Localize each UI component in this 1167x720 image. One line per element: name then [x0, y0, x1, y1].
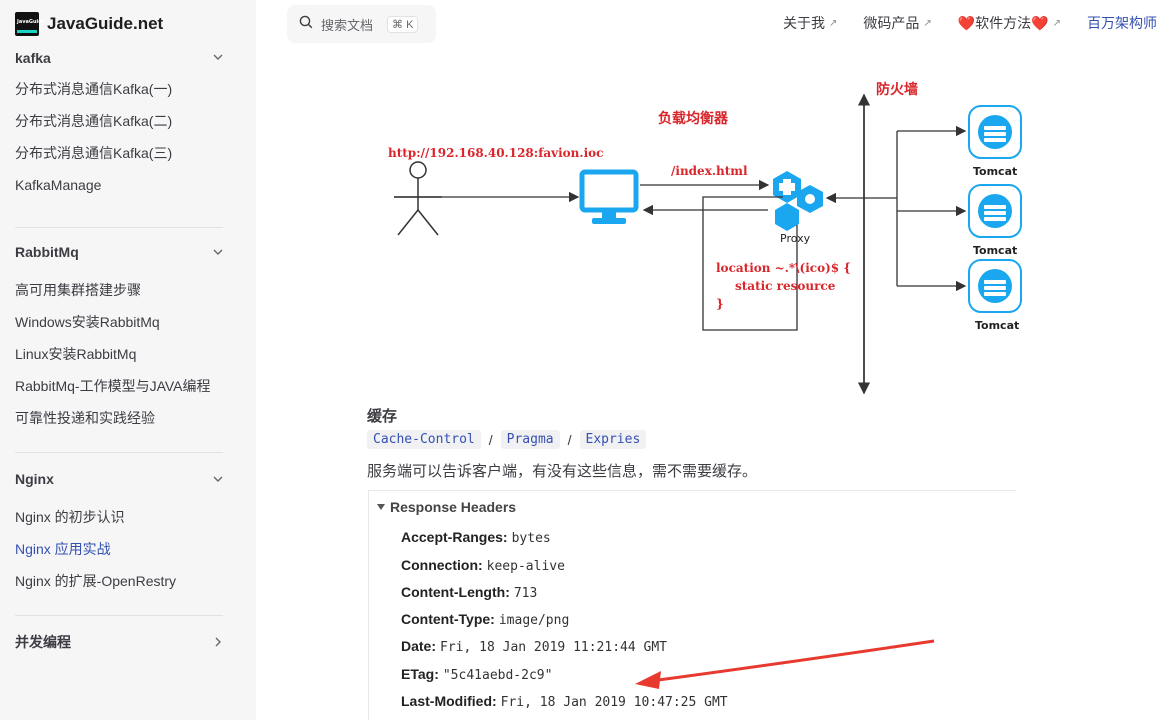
tomcat-server-icon	[968, 184, 1022, 238]
section-description: 服务端可以告诉客户端，有没有这些信息，需不需要缓存。	[367, 463, 758, 480]
sidebar-item[interactable]: Nginx 的初步认识	[15, 509, 125, 525]
sidebar-head-rabbitmq[interactable]: RabbitMq	[15, 241, 223, 263]
monitor-icon	[579, 169, 639, 224]
sidebar-section-title: kafka	[15, 50, 51, 66]
sidebar-section-nginx: Nginx Nginx 的初步认识 Nginx 应用实战 Nginx 的扩展-O…	[15, 468, 223, 597]
diagram-location-line-1: location ~.*\(ico)$ {	[716, 261, 851, 275]
search-placeholder: 搜索文档	[321, 17, 374, 33]
annotation-arrows	[635, 639, 935, 689]
sidebar-section-title: 并发编程	[15, 634, 71, 650]
sidebar-item[interactable]: Nginx 的扩展-OpenRestry	[15, 573, 177, 589]
diagram-path: /index.html	[671, 164, 748, 178]
sidebar-divider	[15, 227, 223, 228]
sidebar-head-kafka[interactable]: kafka	[15, 47, 223, 67]
sidebar-section-concurrency: 并发编程	[15, 631, 223, 653]
diagram-firewall: 防火墙	[876, 81, 918, 98]
brand-logo-text: JavaGuide	[17, 19, 46, 25]
nav-software-method[interactable]: ❤️软件方法❤️↗	[957, 15, 1061, 31]
sidebar-section-kafka: kafka 分布式消息通信Kafka(一) 分布式消息通信Kafka(二) 分布…	[15, 47, 223, 201]
sidebar-item[interactable]: Windows安装RabbitMq	[15, 314, 160, 330]
brand[interactable]: JavaGuide JavaGuide.net	[15, 10, 163, 38]
tomcat-server-icon	[968, 105, 1022, 159]
diagram-location-line-2: static resource	[735, 279, 836, 293]
code-expries: Expries	[579, 430, 647, 449]
sidebar-section-rabbitmq: RabbitMq 高可用集群搭建步骤 Windows安装RabbitMq Lin…	[15, 241, 223, 434]
header-row: Content-Length:713	[401, 584, 538, 601]
sidebar: JavaGuide JavaGuide.net kafka 分布式消息通信Kaf…	[0, 0, 256, 720]
sidebar-divider	[15, 452, 223, 453]
response-headers-title: Response Headers	[377, 499, 516, 515]
diagram-tomcat-3: Tomcat	[975, 319, 1019, 332]
header-row: ETag:"5c41aebd-2c9"	[401, 666, 553, 683]
chevron-down-icon	[213, 247, 223, 257]
sidebar-divider	[15, 615, 223, 616]
sidebar-item[interactable]: 可靠性投递和实践经验	[15, 410, 155, 426]
sidebar-item[interactable]: RabbitMq-工作模型与JAVA编程	[15, 378, 211, 394]
search-shortcut: ⌘ K	[387, 15, 419, 33]
chevron-down-icon	[213, 474, 223, 484]
sidebar-head-nginx[interactable]: Nginx	[15, 468, 223, 490]
sidebar-item[interactable]: KafkaManage	[15, 177, 102, 193]
diagram-tomcat-2: Tomcat	[973, 244, 1017, 257]
diagram-location-line-3: }	[716, 297, 724, 311]
sidebar-item[interactable]: 分布式消息通信Kafka(一)	[15, 81, 173, 97]
header-row: Last-Modified:Fri, 18 Jan 2019 10:47:25 …	[401, 693, 728, 710]
search-button[interactable]: 搜索文档 ⌘ K	[287, 5, 436, 43]
sidebar-item[interactable]: 分布式消息通信Kafka(三)	[15, 145, 173, 161]
header-row: Connection:keep-alive	[401, 557, 565, 574]
code-cache-control: Cache-Control	[367, 430, 481, 449]
sidebar-item[interactable]: Linux安装RabbitMq	[15, 346, 137, 362]
nav-architect[interactable]: 百万架构师	[1087, 15, 1157, 31]
diagram-load-balancer: 负载均衡器	[658, 110, 729, 127]
sidebar-head-concurrency[interactable]: 并发编程	[15, 631, 223, 653]
header-row: Date:Fri, 18 Jan 2019 11:21:44 GMT	[401, 638, 667, 655]
nav-products[interactable]: 微码产品↗	[863, 15, 932, 31]
diagram-url: http://192.168.40.128:favion.ioc	[388, 146, 603, 160]
external-link-icon: ↗	[828, 17, 838, 29]
tomcat-server-icon	[968, 259, 1022, 313]
sidebar-section-title: Nginx	[15, 471, 54, 487]
sidebar-item[interactable]: 分布式消息通信Kafka(二)	[15, 113, 173, 129]
header-row: Accept-Ranges:bytes	[401, 529, 551, 546]
nginx-architecture-diagram: http://192.168.40.128:favion.ioc 负载均衡器 /…	[380, 75, 1040, 405]
proxy-icon	[773, 171, 823, 231]
sidebar-section-title: RabbitMq	[15, 244, 79, 260]
header-row: Content-Type:image/png	[401, 611, 570, 628]
response-headers-panel: Response Headers Accept-Ranges:bytes Con…	[368, 490, 1016, 720]
brand-name: JavaGuide.net	[47, 14, 164, 33]
nav-about[interactable]: 关于我↗	[782, 15, 838, 31]
top-nav: 关于我↗ 微码产品↗ ❤️软件方法❤️↗ 百万架构师	[757, 13, 1157, 33]
code-pragma: Pragma	[500, 430, 560, 449]
diagram-proxy: Proxy	[780, 232, 811, 245]
external-link-icon: ↗	[1052, 17, 1061, 29]
user-icon	[394, 161, 442, 236]
section-title: 缓存	[367, 408, 398, 425]
cache-header-codes: Cache-Control / Pragma / Expries	[367, 430, 647, 449]
sidebar-item[interactable]: 高可用集群搭建步骤	[15, 282, 141, 298]
search-icon	[299, 15, 313, 34]
external-link-icon: ↗	[923, 17, 932, 29]
chevron-down-icon	[213, 52, 223, 62]
sidebar-item-active[interactable]: Nginx 应用实战	[15, 541, 111, 557]
chevron-right-icon	[213, 637, 223, 647]
brand-logo: JavaGuide	[15, 12, 45, 36]
diagram-tomcat-1: Tomcat	[973, 165, 1017, 178]
triangle-down-icon	[377, 504, 385, 510]
